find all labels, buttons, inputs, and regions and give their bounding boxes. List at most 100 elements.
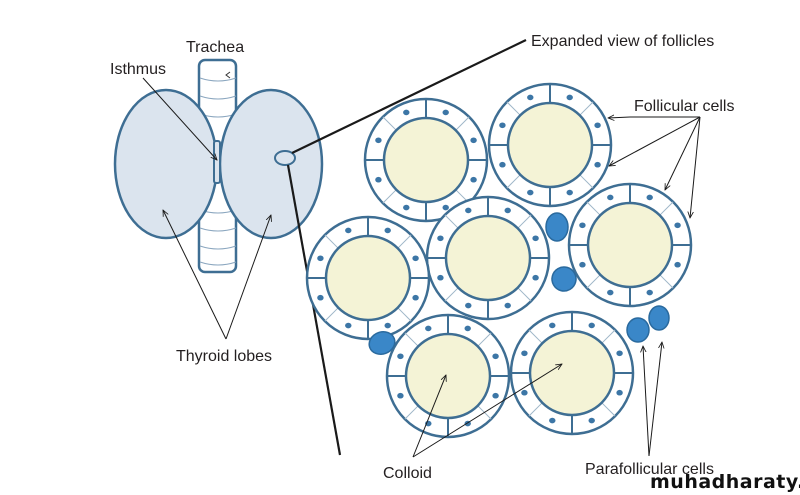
follicle — [425, 195, 551, 321]
cell-boundary — [382, 116, 397, 131]
follicle — [363, 97, 489, 223]
cell-nucleus — [384, 322, 391, 329]
cell-nucleus — [499, 122, 506, 129]
cell-nucleus — [532, 235, 539, 242]
isthmus — [213, 140, 221, 184]
cell-boundary — [397, 307, 412, 322]
colloid — [324, 234, 412, 322]
cell-nucleus — [616, 350, 623, 357]
cell-nucleus — [646, 194, 653, 201]
cell-nucleus — [504, 302, 511, 309]
parafollicular-cells — [368, 212, 670, 356]
label-colloid: Colloid — [383, 465, 432, 482]
label-parafollicular-cells: Parafollicular cells — [585, 461, 714, 478]
cell-nucleus — [397, 353, 404, 360]
cell-nucleus — [504, 207, 511, 214]
cell-boundary — [659, 201, 674, 216]
colloid — [444, 214, 532, 302]
parafollicular-cell — [368, 330, 396, 356]
parafollicular-cell — [648, 305, 670, 331]
cell-boundary — [324, 307, 339, 322]
cell-nucleus — [566, 94, 573, 101]
cell-nucleus — [499, 161, 506, 168]
cell-nucleus — [403, 204, 410, 211]
cell-nucleus — [425, 325, 432, 332]
follicle — [487, 82, 613, 208]
cell-nucleus — [412, 294, 419, 301]
cell-nucleus — [437, 274, 444, 281]
cell-nucleus — [317, 255, 324, 262]
cell-nucleus — [566, 189, 573, 196]
colloid — [586, 201, 674, 289]
follicles-group — [305, 82, 693, 439]
cell-nucleus — [588, 417, 595, 424]
cell-boundary — [397, 234, 412, 249]
parafollicular-cell — [545, 212, 569, 242]
cell-boundary — [506, 101, 521, 116]
cell-nucleus — [412, 255, 419, 262]
cell-nucleus — [521, 350, 528, 357]
watermark: muhadharaty.com — [650, 471, 800, 493]
trachea-mark-icon — [225, 71, 231, 79]
cell-boundary — [586, 274, 601, 289]
cell-nucleus — [521, 389, 528, 396]
cell-boundary — [659, 274, 674, 289]
label-isthmus: Isthmus — [110, 61, 166, 78]
cell-nucleus — [674, 261, 681, 268]
cell-boundary — [601, 402, 616, 417]
cell-boundary — [579, 101, 594, 116]
cell-nucleus — [464, 325, 471, 332]
cell-nucleus — [549, 322, 556, 329]
cell-nucleus — [549, 417, 556, 424]
cell-boundary — [601, 329, 616, 344]
cell-nucleus — [442, 204, 449, 211]
cell-boundary — [579, 174, 594, 189]
cell-nucleus — [317, 294, 324, 301]
cell-nucleus — [397, 392, 404, 399]
cell-nucleus — [375, 137, 382, 144]
expansion-line-bottom — [286, 164, 342, 456]
cell-boundary — [528, 402, 543, 417]
follicle — [567, 182, 693, 308]
cell-nucleus — [616, 389, 623, 396]
colloid — [506, 101, 594, 189]
cell-nucleus — [403, 109, 410, 116]
cell-nucleus — [594, 122, 601, 129]
expansion-line-top — [291, 39, 527, 154]
follicle — [385, 313, 511, 439]
follicle — [509, 310, 635, 436]
label-follicular-cells: Follicular cells — [634, 98, 734, 115]
cell-nucleus — [607, 194, 614, 201]
parafollicular-cell — [551, 266, 577, 292]
cell-boundary — [586, 201, 601, 216]
cell-nucleus — [527, 189, 534, 196]
cell-nucleus — [375, 176, 382, 183]
cell-nucleus — [492, 392, 499, 399]
label-trachea: Trachea — [186, 39, 244, 56]
leader-lines — [142, 77, 701, 458]
cell-boundary — [444, 214, 459, 229]
cell-nucleus — [579, 261, 586, 268]
cell-nucleus — [384, 227, 391, 234]
parafollicular-cell — [626, 317, 650, 343]
colloid — [404, 332, 492, 420]
cell-boundary — [517, 287, 532, 302]
cell-boundary — [455, 116, 470, 131]
label-thyroid-lobes: Thyroid lobes — [176, 348, 272, 365]
cell-nucleus — [527, 94, 534, 101]
cell-nucleus — [588, 322, 595, 329]
cell-nucleus — [345, 227, 352, 234]
cell-boundary — [528, 329, 543, 344]
cell-nucleus — [579, 222, 586, 229]
cell-boundary — [404, 405, 419, 420]
cell-boundary — [382, 189, 397, 204]
cell-nucleus — [532, 274, 539, 281]
cell-nucleus — [492, 353, 499, 360]
cell-nucleus — [442, 109, 449, 116]
cell-boundary — [404, 332, 419, 347]
colloid — [528, 329, 616, 417]
cell-nucleus — [594, 161, 601, 168]
cell-nucleus — [607, 289, 614, 296]
cell-nucleus — [465, 302, 472, 309]
